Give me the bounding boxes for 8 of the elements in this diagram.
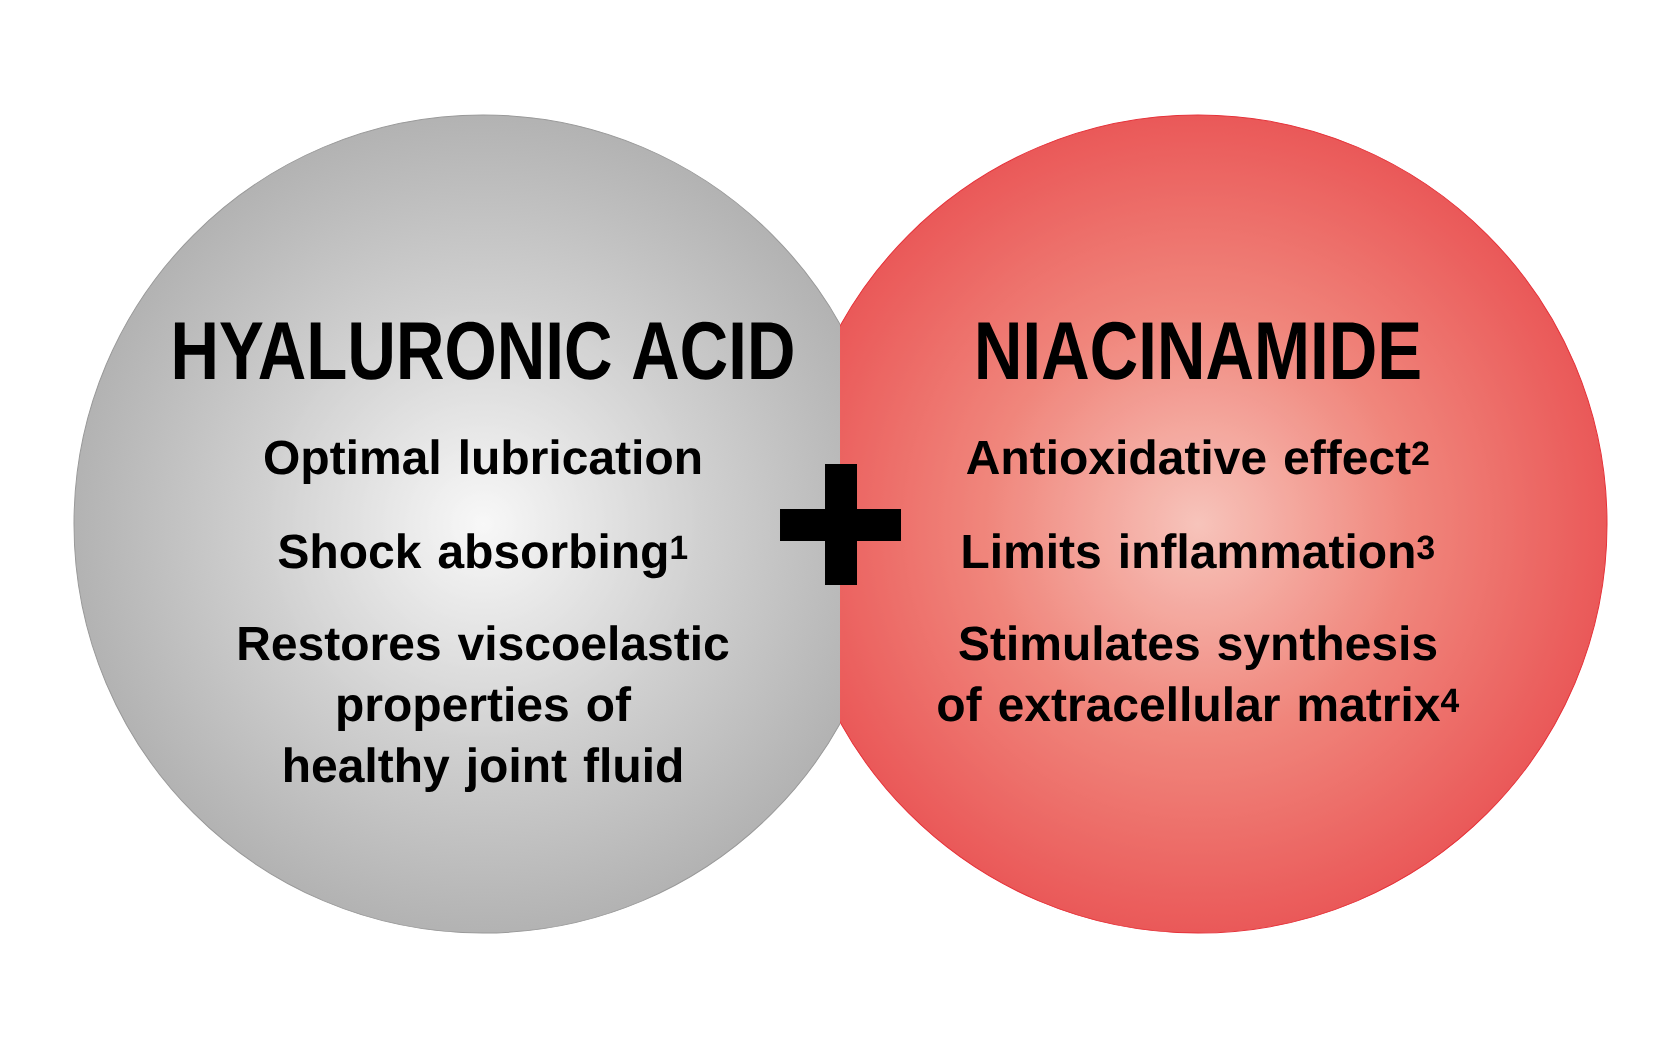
- benefit-text: Optimal lubrication: [264, 439, 701, 484]
- benefit-text: Limits inflammation$^{3}$: [963, 533, 1434, 569]
- benefit-text: Restores viscoelastic properties of healthy joint fluid: [239, 625, 729, 792]
- heading: HYALURONIC ACID: [174, 321, 793, 380]
- benefit-text: Antioxidative effect$^{2}$: [966, 439, 1429, 475]
- benefit-text: Stimulates synthesis of extracellular matrix$^{4}$: [938, 625, 1460, 722]
- heading: NIACINAMIDE: [978, 321, 1420, 380]
- benefit-text: Shock absorbing$^{1}$: [278, 533, 688, 579]
